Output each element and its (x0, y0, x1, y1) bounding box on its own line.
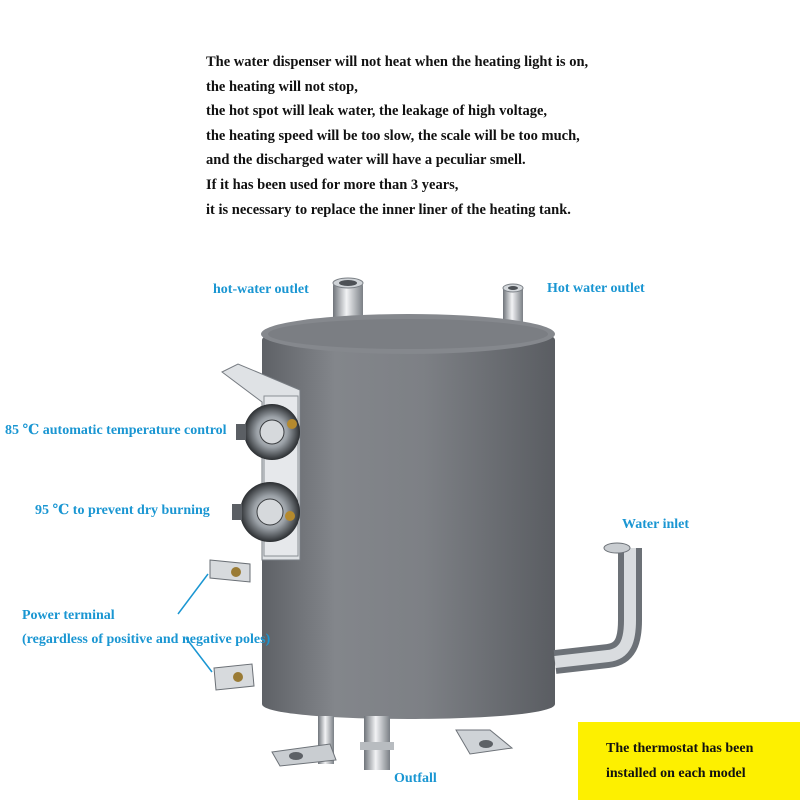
hot-water-outlet-label: hot-water outlet (213, 282, 309, 297)
leader-line-top (177, 573, 209, 615)
power-terminal-top (209, 559, 251, 583)
intro-line: the heating speed will be too slow, the … (206, 127, 580, 144)
power-terminal-label: Power terminal (22, 608, 115, 623)
temperature-control-label: 85 ℃ automatic temperature control (5, 423, 227, 438)
thermostat-note-box: The thermostat has been installed on eac… (578, 722, 800, 800)
intro-line: The water dispenser will not heat when t… (206, 54, 589, 70)
tank-body (261, 314, 555, 719)
intro-line: the heating will not stop, (206, 78, 358, 95)
thermostat-95 (232, 482, 300, 542)
power-terminal-note: (regardless of positive and negative pol… (22, 632, 271, 647)
thermostat-85 (236, 404, 300, 460)
outfall-label: Outfall (394, 771, 437, 786)
intro-line: and the discharged water will have a pec… (206, 152, 526, 169)
intro-text: The water dispenser will not heat when t… (206, 50, 796, 222)
water-inlet-label: Water inlet (622, 517, 690, 532)
intro-line: If it has been used for more than 3 year… (206, 176, 459, 193)
hot-water-outlet-label-right: Hot water outlet (547, 281, 645, 296)
mounting-foot-right (455, 729, 514, 755)
water-inlet-pipe (553, 542, 642, 674)
leader-line-bottom (185, 637, 213, 673)
mounting-foot-left (271, 743, 337, 767)
thermostat-note-line-1: The thermostat has been (606, 741, 754, 756)
power-terminal-bottom (213, 663, 255, 691)
dry-burning-label: 95 ℃ to prevent dry burning (35, 503, 210, 518)
intro-line: it is necessary to replace the inner lin… (206, 201, 571, 218)
outfall-pipe (318, 716, 394, 770)
thermostat-note-line-2: installed on each model (606, 766, 746, 781)
thermostat-note: The thermostat has been installed on eac… (606, 736, 796, 786)
intro-line: the hot spot will leak water, the leakag… (206, 103, 548, 120)
